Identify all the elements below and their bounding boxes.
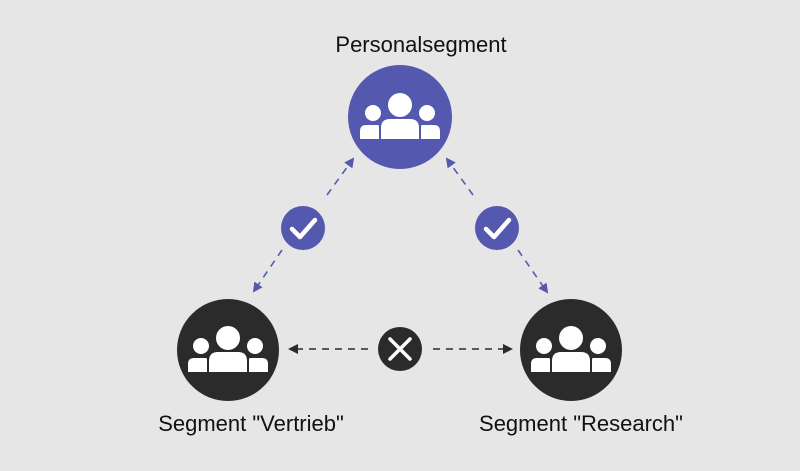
node-segment-vertrieb <box>177 299 279 401</box>
node-label-segment-vertrieb: Segment "Vertrieb" <box>158 411 344 436</box>
dashed-arrow-line <box>445 157 474 196</box>
dashed-arrow-line <box>517 249 549 294</box>
node-label-segment-research: Segment "Research" <box>479 411 683 436</box>
checkmark-icon <box>281 206 325 250</box>
x-mark-icon <box>378 327 422 371</box>
dashed-arrow-line <box>252 249 283 293</box>
node-segment-research <box>520 299 622 401</box>
checkmark-icon <box>475 206 519 250</box>
node-label-personalsegment: Personalsegment <box>335 32 507 57</box>
dashed-arrow-line <box>326 157 355 196</box>
connection-top-right <box>445 157 549 294</box>
connection-top-left <box>252 157 355 293</box>
node-personalsegment <box>348 65 452 169</box>
